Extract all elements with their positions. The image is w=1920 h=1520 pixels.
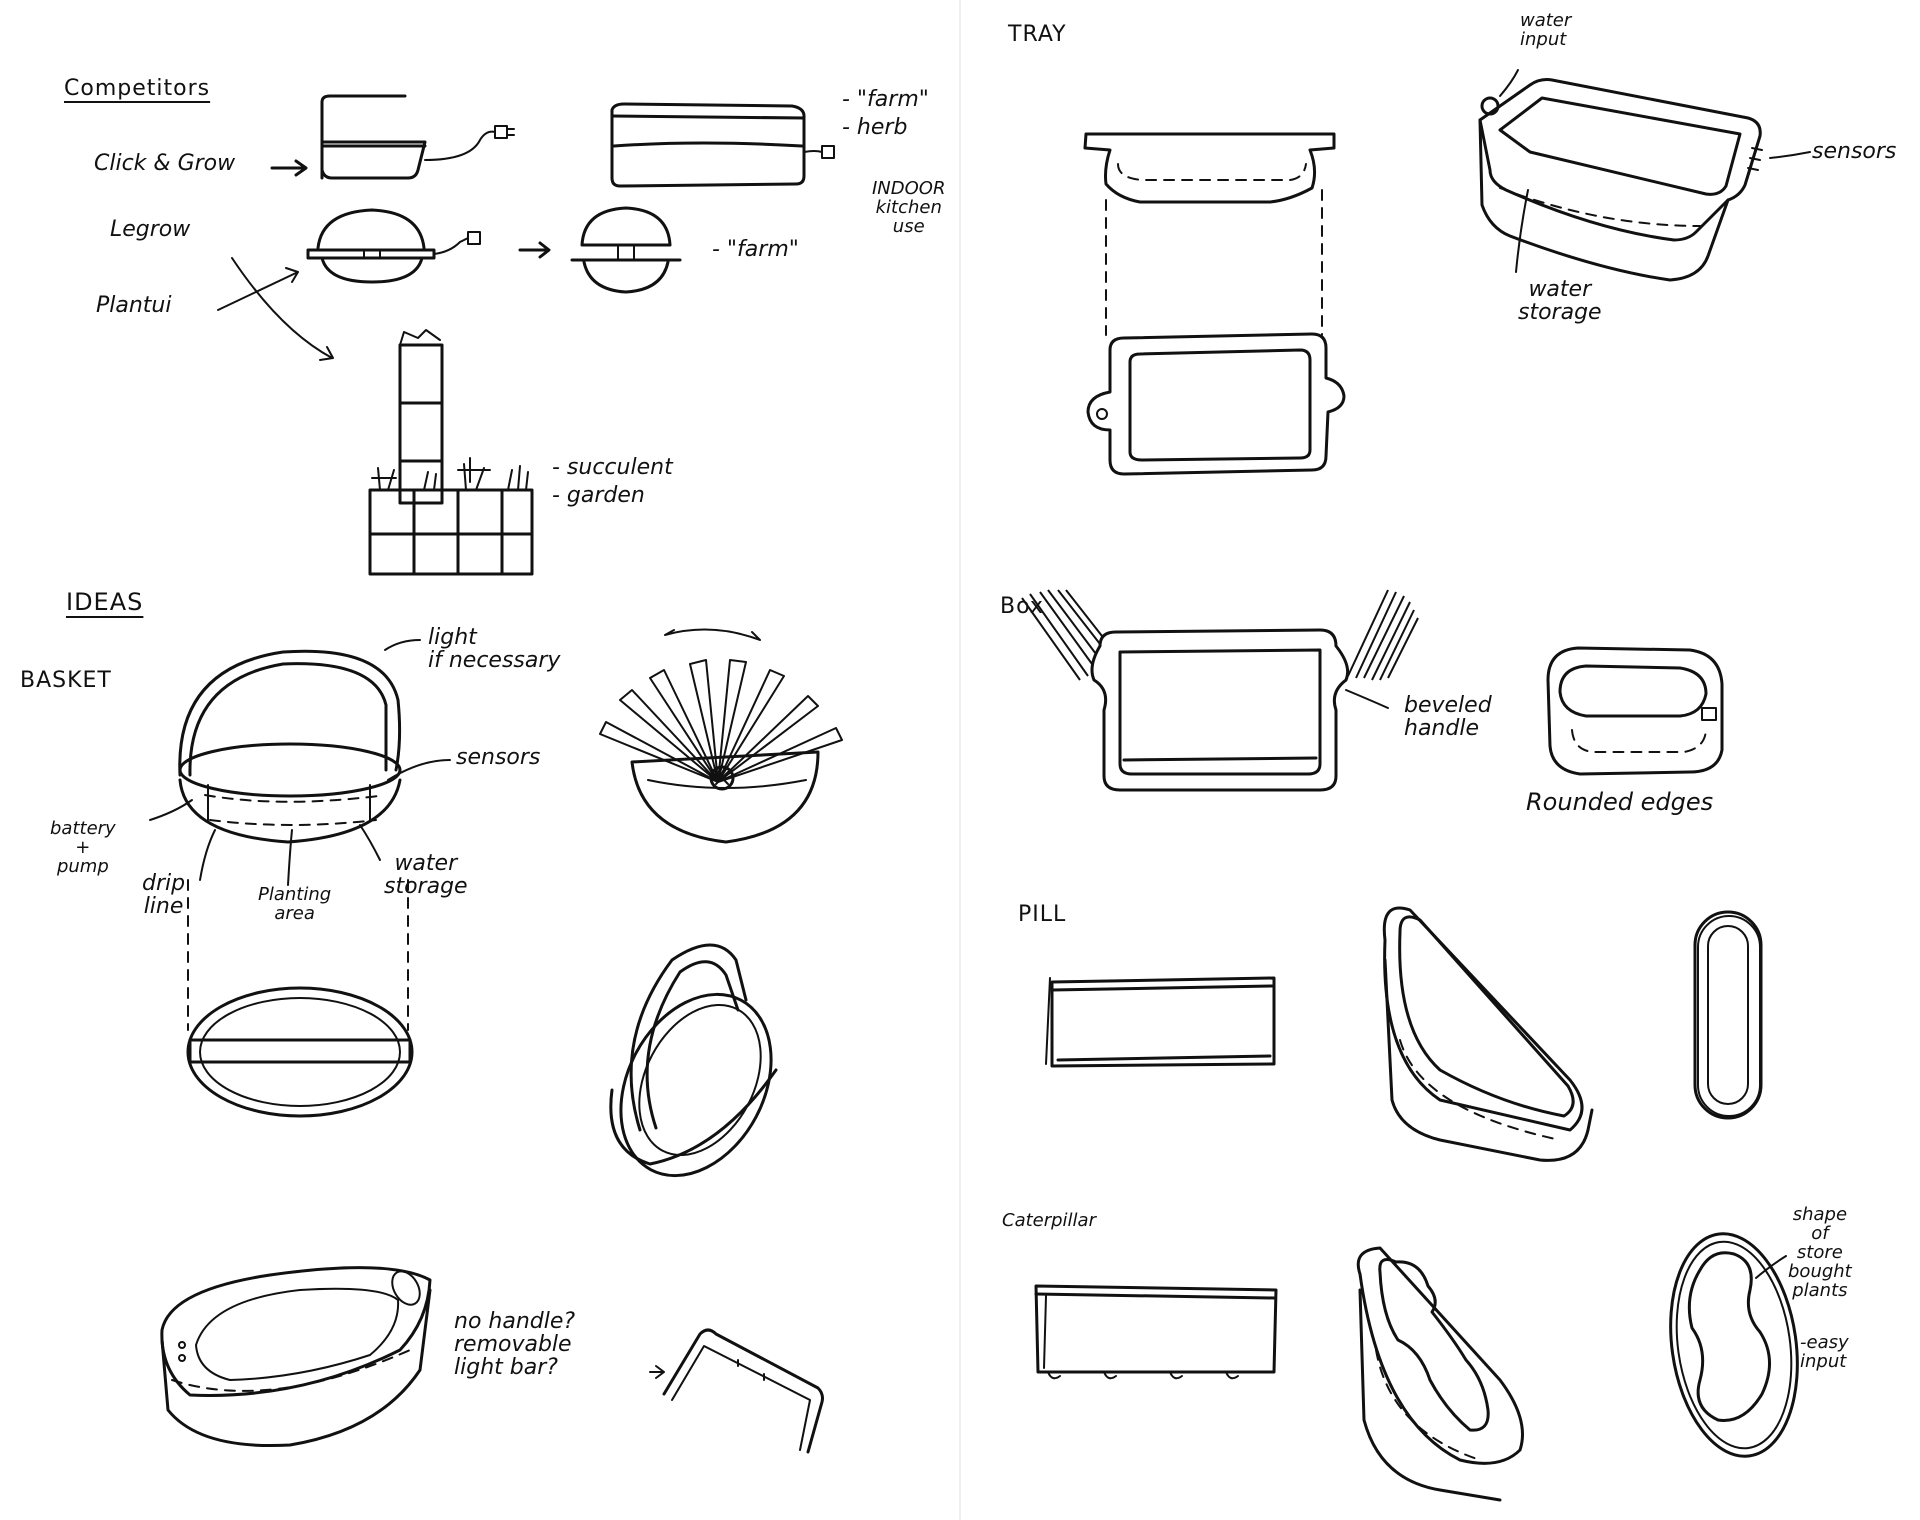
competitors-heading: Competitors bbox=[64, 76, 211, 101]
pill-angled-sketch bbox=[1382, 906, 1594, 1162]
garden-label: - garden bbox=[552, 483, 645, 508]
succulent-garden-sketch bbox=[368, 329, 534, 576]
click-grow-label: Click & Grow bbox=[94, 151, 236, 176]
battery-pump-label: battery + pump bbox=[50, 818, 116, 877]
pill-heading: PILL bbox=[1018, 902, 1067, 927]
basket-water-storage-label: water storage bbox=[384, 851, 468, 900]
easy-input-note: -easy input bbox=[1800, 1332, 1849, 1372]
caterpillar-angled-sketch bbox=[1356, 1246, 1524, 1502]
basket-topview-sketch bbox=[186, 986, 414, 1118]
farm-note-1: - "farm" bbox=[842, 87, 929, 112]
shape-of-store-bought-plants-note: shape of store bought plants bbox=[1788, 1204, 1852, 1301]
caterpillar-top-sketch bbox=[1669, 1232, 1799, 1458]
plantui-dome-sketch bbox=[570, 206, 682, 294]
water-input-label: water input bbox=[1520, 10, 1572, 50]
tray-heading: TRAY bbox=[1008, 22, 1067, 47]
basket-main-sketch bbox=[178, 649, 402, 844]
indoor-kitchen-use-note: INDOOR kitchen use bbox=[872, 178, 946, 237]
basket-heading: BASKET bbox=[20, 668, 112, 693]
farm-herb-sketch bbox=[610, 102, 835, 188]
basket-angled-sketch bbox=[609, 943, 778, 1178]
click-grow-sketch bbox=[270, 94, 515, 180]
herb-note: - herb bbox=[842, 115, 908, 140]
legrow-dome-sketch bbox=[306, 208, 551, 284]
light-bar-sketch bbox=[649, 1328, 824, 1454]
tray-top-sketch bbox=[1086, 332, 1346, 476]
no-handle-note: no handle? removable light bar? bbox=[454, 1309, 576, 1381]
basket-nohandle-sketch bbox=[160, 1266, 432, 1448]
ideas-heading: IDEAS bbox=[66, 588, 144, 616]
beveled-handle-label: beveled handle bbox=[1404, 693, 1492, 742]
pill-side-sketch bbox=[1045, 976, 1276, 1068]
basket-sensors-label: sensors bbox=[456, 745, 541, 770]
planting-area-label: Planting area bbox=[258, 884, 332, 924]
rounded-box-sketch bbox=[1546, 646, 1724, 776]
tray-sensors-label: sensors bbox=[1812, 139, 1897, 164]
farm-note-2: - "farm" bbox=[712, 237, 799, 262]
rounded-edges-label: Rounded edges bbox=[1526, 788, 1714, 816]
tray-angled-sketch bbox=[1478, 78, 1763, 282]
tray-side-sketch bbox=[1083, 132, 1336, 336]
light-if-necessary-label: light if necessary bbox=[428, 625, 561, 674]
drip-line-label: drip line bbox=[142, 871, 186, 920]
succulent-label: - succulent bbox=[552, 455, 673, 480]
caterpillar-heading: Caterpillar bbox=[1002, 1210, 1096, 1231]
pill-top-sketch bbox=[1693, 910, 1763, 1120]
caterpillar-side-sketch bbox=[1034, 1284, 1278, 1380]
tray-water-storage-label: water storage bbox=[1518, 277, 1602, 326]
box-sketch bbox=[1021, 589, 1419, 792]
legrow-label: Legrow bbox=[110, 217, 191, 242]
box-heading: Box bbox=[1000, 594, 1044, 619]
basket-fan-sketch bbox=[599, 628, 843, 844]
plantui-label: Plantui bbox=[96, 293, 172, 318]
